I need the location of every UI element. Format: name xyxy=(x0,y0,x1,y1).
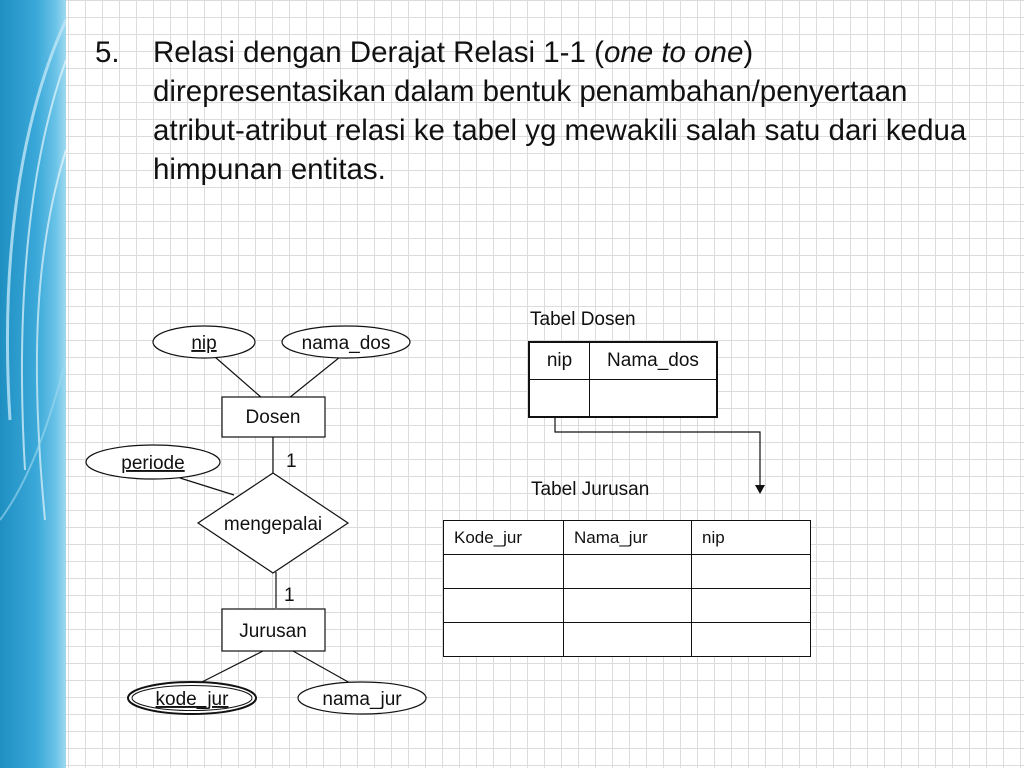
table-cell xyxy=(563,588,692,623)
table-cell xyxy=(589,379,718,418)
table-cell xyxy=(563,622,692,657)
table-dosen-title: Tabel Dosen xyxy=(530,309,636,330)
attribute-nama-jur-label: nama_jur xyxy=(322,689,402,710)
sidebar-swoosh-decoration xyxy=(0,19,66,521)
attribute-nip-label: nip xyxy=(191,333,216,354)
table-cell xyxy=(443,622,564,657)
table-cell xyxy=(528,379,590,418)
attribute-periode: periode xyxy=(85,444,221,480)
table-dosen-header-nama-dos: Nama_dos xyxy=(589,341,718,380)
entity-jurusan-label: Jurusan xyxy=(239,621,307,642)
line-nip-dosen xyxy=(214,356,263,399)
heading-text-emphasis: one to one xyxy=(603,36,744,69)
heading-text: Relasi dengan Derajat Relasi 1-1 (one to… xyxy=(153,33,973,189)
table-row xyxy=(528,379,718,418)
heading-text-after: ) direpresentasikan dalam bentuk penamba… xyxy=(153,36,967,186)
table-cell xyxy=(691,622,811,657)
cardinality-top: 1 xyxy=(286,451,297,472)
table-cell xyxy=(443,554,564,589)
table-jurusan-header-nama-jur: Nama_jur xyxy=(563,520,692,555)
table-dosen-header-nip: nip xyxy=(528,341,590,380)
table-cell xyxy=(443,588,564,623)
entity-dosen: Dosen xyxy=(221,396,326,438)
arrow-head xyxy=(755,485,765,494)
entity-dosen-label: Dosen xyxy=(246,407,301,428)
attribute-kode-jur-label: kode_jur xyxy=(156,689,230,710)
attribute-nama-jur: nama_jur xyxy=(297,681,427,715)
attribute-nama-dos: nama_dos xyxy=(281,325,411,359)
entity-jurusan: Jurusan xyxy=(221,608,326,652)
table-jurusan-title: Tabel Jurusan xyxy=(531,479,650,500)
table-cell xyxy=(691,554,811,589)
decorative-sidebar xyxy=(0,0,66,768)
table-dosen: nip Nama_dos xyxy=(528,341,718,418)
table-row xyxy=(443,588,811,623)
table-jurusan: Kode_jur Nama_jur nip xyxy=(443,520,811,657)
table-dosen-header-row: nip Nama_dos xyxy=(528,341,718,380)
line-periode-relationship xyxy=(179,477,235,496)
cardinality-bottom: 1 xyxy=(284,585,295,606)
table-cell xyxy=(563,554,692,589)
line-namados-dosen xyxy=(288,356,341,399)
attribute-kode-jur: kode_jur xyxy=(127,681,257,715)
table-row xyxy=(443,622,811,657)
relationship-mengepalai: mengepalai xyxy=(196,472,350,574)
list-number: 5. xyxy=(95,36,120,69)
relationship-label: mengepalai xyxy=(224,514,322,535)
table-jurusan-header-kode-jur: Kode_jur xyxy=(443,520,564,555)
table-cell xyxy=(691,588,811,623)
attribute-periode-label: periode xyxy=(121,453,184,474)
table-row xyxy=(443,554,811,589)
heading-text-before: Relasi dengan Derajat Relasi 1-1 ( xyxy=(153,36,604,69)
table-jurusan-header-row: Kode_jur Nama_jur nip xyxy=(443,520,811,555)
attribute-nip: nip xyxy=(152,325,256,359)
attribute-nama-dos-label: nama_dos xyxy=(302,333,391,354)
foreign-key-arrow xyxy=(554,418,761,487)
table-jurusan-header-nip: nip xyxy=(691,520,811,555)
line-jurusan-namajur xyxy=(292,650,351,684)
line-jurusan-kodejur xyxy=(199,650,264,684)
